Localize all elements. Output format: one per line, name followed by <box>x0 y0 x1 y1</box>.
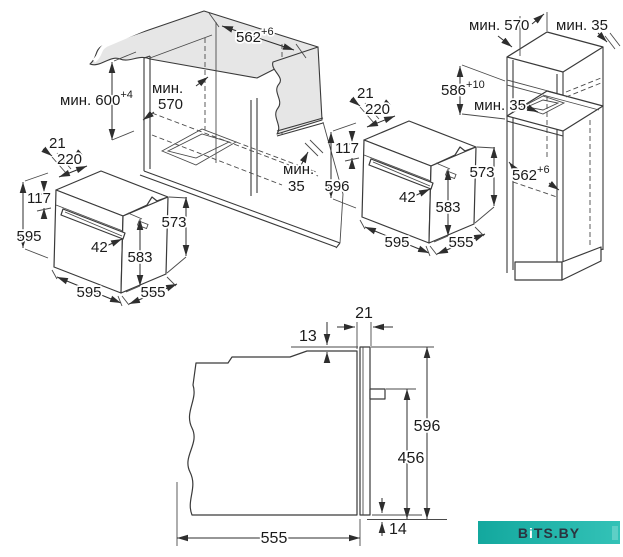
dim-side-door-thickness: 21 <box>337 303 393 349</box>
watermark-notch <box>612 526 618 540</box>
side-door-thickness-label: 21 <box>355 305 373 322</box>
dim-column-niche-height: 586+10 <box>439 64 506 120</box>
side-top-step-label: 13 <box>299 328 317 345</box>
oven-a-height-label: 595 <box>16 228 41 245</box>
dim-rear-gap: мин. 35 <box>281 151 316 197</box>
dim-niche-width: 562+6 <box>208 12 307 59</box>
column-niche-depth-label: 562+6 <box>512 164 550 184</box>
min-depth-word: мин. <box>152 80 183 97</box>
column-min-depth-label: мин. 570 <box>469 17 529 34</box>
dim-side-bottom-step: 14 <box>367 498 447 540</box>
dim-column-vent-gap: мин. 35 <box>472 95 539 116</box>
side-height-label: 596 <box>414 418 441 435</box>
oven-a-top-depth-label: 220 <box>57 151 82 168</box>
dim-min-height: мин. 600+4 <box>58 51 137 141</box>
column-cabinet-drawing <box>506 12 621 281</box>
watermark-banner <box>478 521 620 544</box>
oven-b-handle-label: 42 <box>399 189 416 206</box>
dim-column-top-gap: мин. 35 <box>554 15 610 43</box>
dim-column-min-depth: мин. 570 <box>467 13 545 48</box>
dim-side-top-step: 13 <box>291 322 358 363</box>
oven-a-panel-height-label: 117 <box>27 190 51 207</box>
oven-b-depth-label: 555 <box>448 234 473 251</box>
side-depth-label: 555 <box>261 530 288 547</box>
column-top-gap-label: мин. 35 <box>556 17 608 34</box>
undercounter-view: 562+6 мин. 600+4 мин. 570 мин. 35 21 220… <box>15 10 344 306</box>
dim-side-height: 596 <box>371 346 442 519</box>
column-view: 21 220 117 596 42 583 573 595 555 <box>323 12 621 281</box>
side-door <box>359 346 371 516</box>
side-hinge-height-label: 456 <box>398 450 425 467</box>
side-view: 21 13 596 456 14 <box>176 303 447 549</box>
oven-column-labels: 21 220 117 596 42 583 573 595 555 <box>323 83 497 253</box>
oven-a-width-label: 595 <box>76 284 101 301</box>
oven-a-depth-label: 555 <box>140 284 165 301</box>
dim-column-niche-depth: 562+6 <box>508 161 560 191</box>
niche-width-label: 562+6 <box>236 26 274 46</box>
column-niche-height-label: 586+10 <box>441 79 485 99</box>
min-height-label: мин. 600+4 <box>60 89 133 109</box>
oven-a-door-height-label: 583 <box>127 249 152 266</box>
oven-undercounter-labels: 21 220 117 595 42 583 573 595 555 <box>15 133 189 303</box>
oven-b-height-label: 596 <box>324 178 349 195</box>
oven-b-panel-height-label: 117 <box>335 140 359 157</box>
oven-a-handle-label: 42 <box>91 239 108 256</box>
watermark: BiTS.BY <box>478 521 620 544</box>
oven-b-top-depth-label: 220 <box>365 101 390 118</box>
oven-b-door-height-label: 583 <box>435 199 460 216</box>
dim-side-hinge-height: 456 <box>386 388 426 519</box>
side-bottom-step-label: 14 <box>389 521 407 538</box>
oven-a-front-gap-label: 21 <box>49 135 66 152</box>
column-vent-gap-label: мин. 35 <box>474 97 526 114</box>
oven-a-body-height-label: 573 <box>161 214 186 231</box>
oven-b-body-height-label: 573 <box>469 164 494 181</box>
dim-side-depth: 555 <box>176 482 361 549</box>
rear-gap-value: 35 <box>288 178 305 195</box>
oven-b-width-label: 595 <box>384 234 409 251</box>
side-body-drawing <box>187 346 386 516</box>
dim-min-depth: мин. 570 <box>142 76 209 121</box>
oven-b-front-gap-label: 21 <box>357 85 374 102</box>
rear-gap-word: мин. <box>283 161 314 178</box>
min-depth-value: 570 <box>158 96 183 113</box>
side-latch <box>369 388 386 400</box>
watermark-text: BiTS.BY <box>518 525 580 541</box>
